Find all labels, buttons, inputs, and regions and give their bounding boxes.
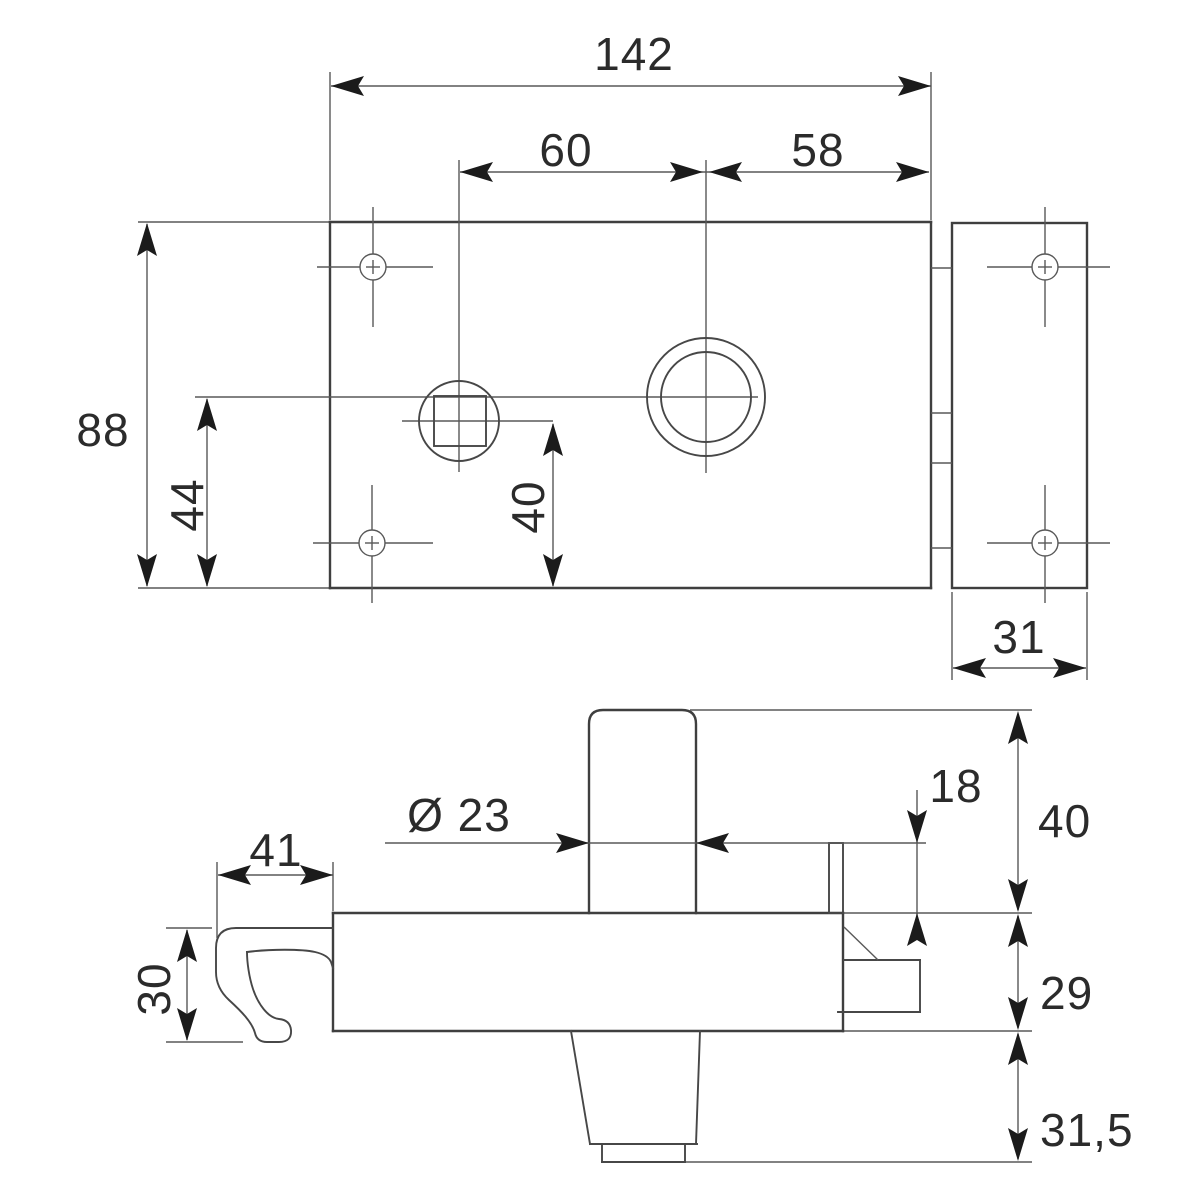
arrowhead-right-60	[670, 162, 703, 182]
arrowhead-up	[137, 223, 157, 256]
knob-right-slant	[695, 1030, 701, 1145]
dimension-60-58: 60 58	[460, 124, 929, 182]
hook-bolt	[215, 927, 335, 1043]
spindle-hole	[418, 380, 500, 462]
arrowhead-down	[197, 554, 217, 587]
arrowhead-right	[898, 76, 931, 96]
dimension-44: 44	[161, 398, 217, 587]
cylinder-hole	[646, 337, 766, 457]
dimension-label: 30	[128, 962, 180, 1015]
arrowhead-down	[177, 1008, 197, 1041]
dimension-label-60: 60	[539, 124, 592, 176]
dimension-40-top: 40	[502, 423, 563, 587]
dimension-label: 44	[161, 478, 213, 531]
arrowhead-left	[953, 658, 986, 678]
dimension-31-5: 31,5	[601, 1032, 1134, 1163]
dimension-label: 88	[76, 404, 129, 456]
dimension-label: 40	[1038, 795, 1091, 847]
dimension-41: 41	[216, 824, 334, 938]
screw-hole-top-left	[317, 207, 433, 327]
arrowhead-up	[177, 929, 197, 962]
dimension-31: 31	[951, 592, 1088, 680]
dimension-diameter-23: Ø 23	[385, 789, 926, 853]
arrowhead-right	[1053, 658, 1086, 678]
dimension-label: 31	[992, 611, 1045, 663]
case-bar	[331, 911, 1032, 1033]
dimension-18: 18	[907, 760, 982, 946]
screw-hole-plate-bottom	[987, 485, 1110, 603]
arrowhead-right	[556, 833, 589, 853]
knob-shaft-outline	[587, 708, 698, 915]
dimension-label-58: 58	[791, 124, 844, 176]
hole-circle	[1031, 529, 1059, 557]
top-view: 142 60 58 88 44	[76, 28, 1110, 680]
cylinder-inner-circle	[660, 351, 752, 443]
arrowhead-up	[543, 423, 563, 456]
arrowhead-down	[1008, 997, 1028, 1030]
dimension-88: 88	[76, 223, 157, 587]
hole-circle	[358, 529, 386, 557]
strike-plate-outline	[950, 221, 1089, 590]
dimension-30: 30	[128, 927, 243, 1043]
arrowhead-up	[1008, 711, 1028, 744]
arrowhead-left-58	[709, 162, 742, 182]
latch-bolt	[837, 926, 921, 1013]
arrowhead-up	[1008, 1032, 1028, 1065]
dimension-label: Ø 23	[407, 789, 511, 841]
spindle-circle	[418, 380, 500, 462]
dimension-142: 142	[329, 28, 932, 220]
faceplate-lip	[828, 842, 844, 914]
arrowhead-left	[331, 76, 364, 96]
dimension-29: 29	[1008, 914, 1093, 1030]
lock-case-outline	[138, 220, 933, 590]
hook-arm-underside	[245, 948, 335, 970]
strike-plate	[931, 221, 1089, 590]
arrowhead-left	[218, 865, 251, 885]
side-view: Ø 23 41 30 18	[128, 708, 1134, 1163]
arrowhead-left	[696, 833, 729, 853]
arrowhead-right-58	[896, 162, 929, 182]
arrowhead-up	[1008, 914, 1028, 947]
dimension-label: 29	[1040, 967, 1093, 1019]
arrowhead-up	[197, 398, 217, 431]
arrowhead-down	[1008, 1128, 1028, 1161]
spindle-square	[433, 395, 487, 447]
dimension-label: 41	[249, 824, 302, 876]
screw-hole-bottom-left	[313, 485, 433, 603]
dimension-40-side: 40	[690, 709, 1091, 912]
hole-circle	[1031, 253, 1059, 281]
cylinder-knob	[569, 1029, 701, 1163]
arrowhead-right	[300, 865, 333, 885]
dimension-label: 18	[929, 760, 982, 812]
arrowhead-left-60	[460, 162, 493, 182]
dimension-label: 142	[594, 28, 674, 80]
arrowhead-down	[543, 554, 563, 587]
latch-bevel-line	[843, 926, 879, 961]
dimension-label: 31,5	[1040, 1104, 1134, 1156]
screw-hole-plate-top	[987, 207, 1110, 327]
arrowhead-down	[137, 554, 157, 587]
knob-left-slant	[569, 1029, 592, 1146]
hook-outer-profile	[215, 927, 334, 1043]
cylinder-outer-circle	[646, 337, 766, 457]
dimension-label: 40	[502, 480, 554, 533]
arrowhead-up	[907, 913, 927, 946]
hole-circle	[359, 253, 387, 281]
arrowhead-down	[1008, 879, 1028, 912]
arrowhead-down	[907, 810, 927, 843]
